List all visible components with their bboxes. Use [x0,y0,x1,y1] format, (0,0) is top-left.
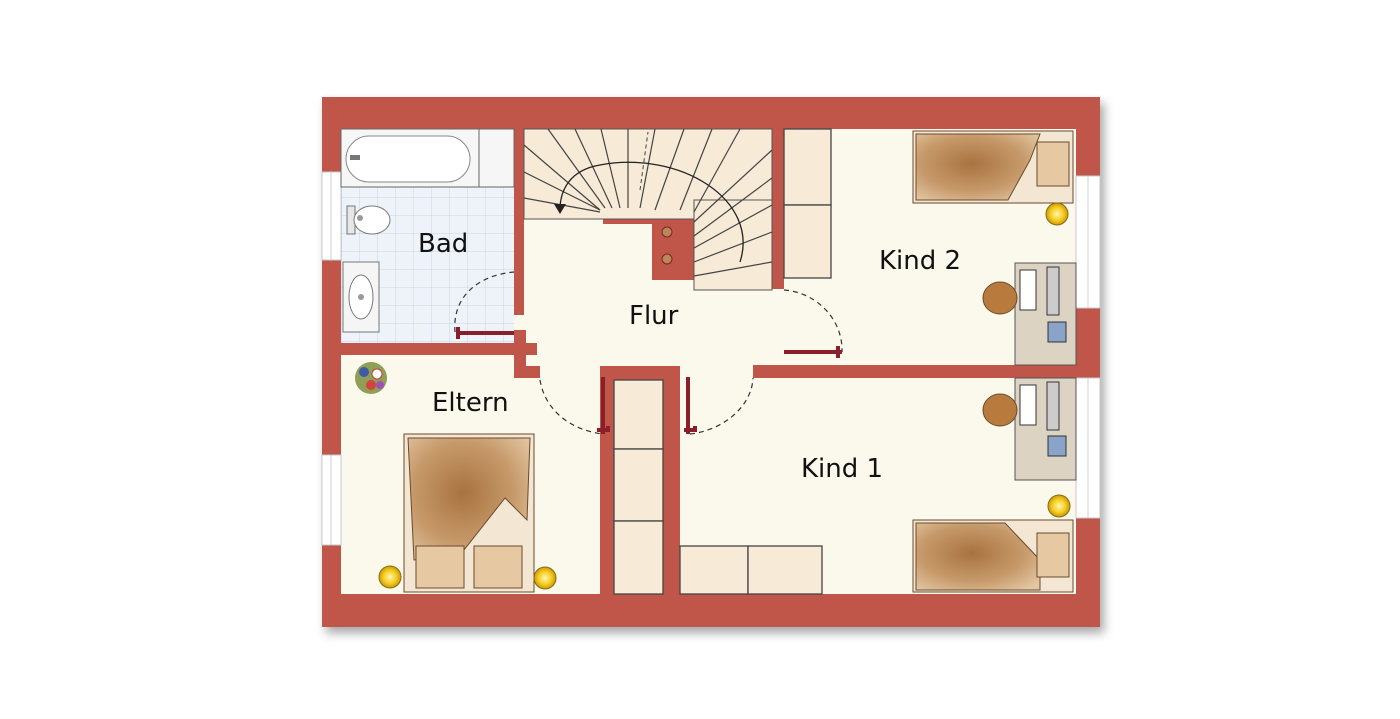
wall-kind1-kind2 [753,365,1076,378]
windows [321,171,1101,546]
room-label-kind1: Kind 1 [801,454,883,484]
kind1-bed [912,519,1074,593]
lamp-icon [1045,202,1069,226]
wall-bad-flur [514,129,524,315]
room-label-bad: Bad [418,229,468,259]
wall-stair-core [652,210,694,280]
wardrobe-stair [783,128,832,279]
stair-core-hole-top [661,226,673,238]
wall-bad-eltern [341,343,537,355]
kind2-desk [982,262,1077,366]
wall-corridor-top [600,366,680,380]
wall-kind2-stub [1076,308,1100,365]
room-label-kind2: Kind 2 [879,246,961,276]
lamp-icon [1047,494,1071,518]
toilet [346,205,391,235]
room-label-eltern: Eltern [432,388,509,418]
lamp-icon [378,565,402,589]
wall-corridor-right [663,366,680,594]
kind1-desk [982,377,1077,481]
bathtub [340,128,515,188]
wall-flur-eltern-stub2 [514,366,540,378]
doors [456,327,842,434]
flower-icon [355,362,387,394]
eltern-bed [403,433,535,593]
room-label-flur: Flur [629,301,679,331]
door-swings [454,271,843,435]
stair-core-hole-bottom [661,253,673,265]
staircase [523,128,773,291]
wall-stair-right [772,129,784,289]
wardrobe-kind1 [679,545,823,595]
sink [342,261,380,333]
interior-walls [341,129,1100,594]
kind2-bed [912,130,1074,204]
lamp-icon [533,566,557,590]
wardrobe-corridor [613,379,664,595]
